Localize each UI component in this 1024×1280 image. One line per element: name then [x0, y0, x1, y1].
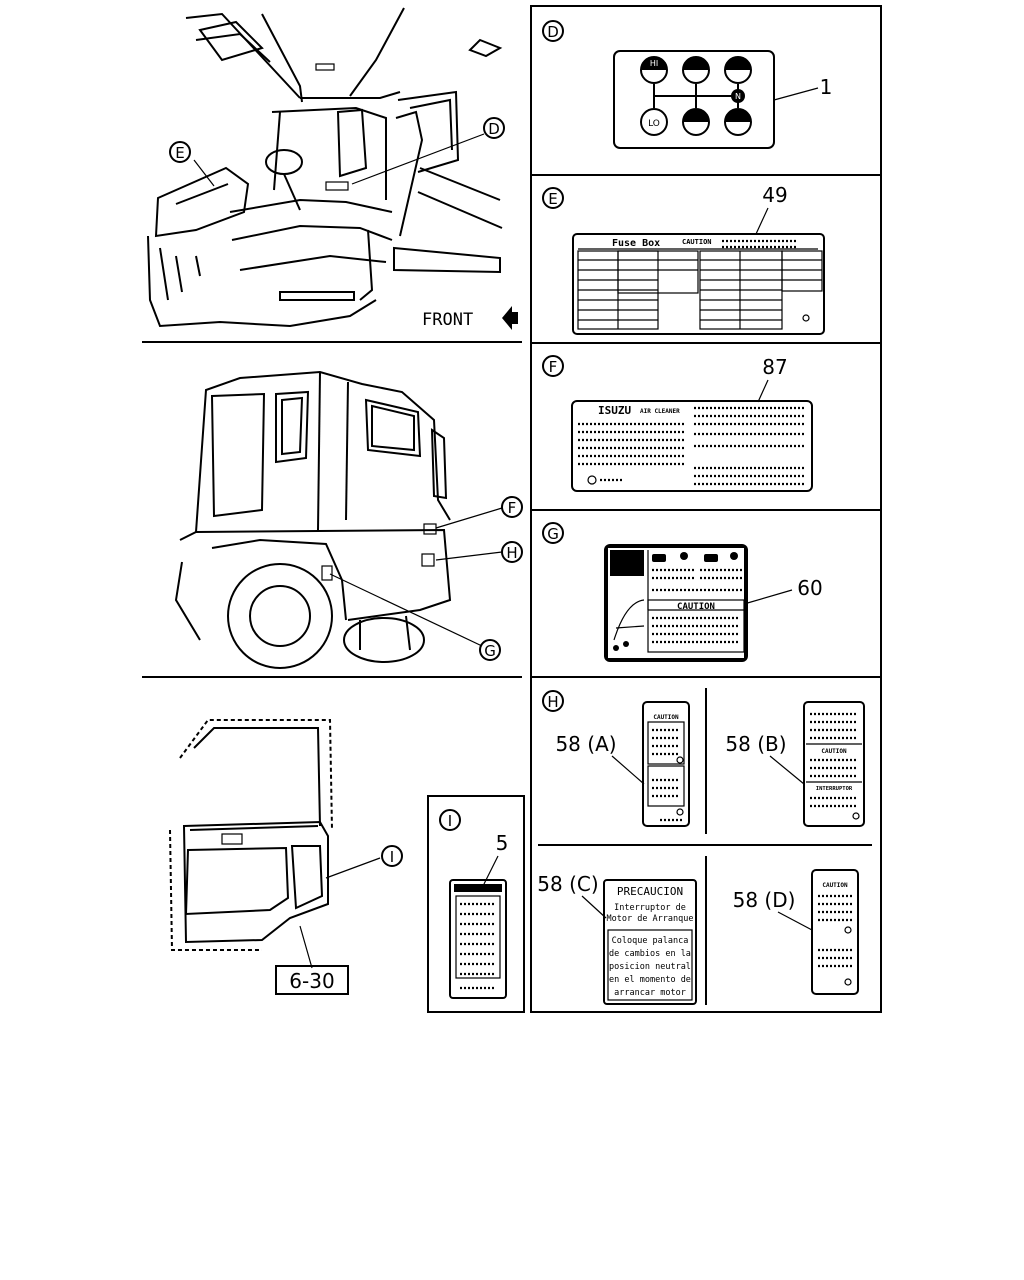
label-58c [603, 879, 697, 1005]
panel-i-letter: I [448, 812, 452, 830]
label-58c-line2: Motor de Arranque [607, 914, 694, 924]
air-cleaner-subtitle: AIR CLEANER [640, 408, 680, 415]
panel-d-part-number: 1 [820, 75, 833, 99]
shift-knob-6 [724, 108, 752, 136]
callout-e-main: E [169, 141, 191, 163]
panel-g-letter: G [547, 525, 559, 543]
front-arrow-icon [502, 306, 518, 330]
callout-g-side: G [479, 639, 501, 661]
callout-h-text: H [506, 544, 517, 562]
panel-e-part-number: 49 [762, 183, 787, 207]
shift-knob-lo: LO [640, 108, 668, 136]
page-ref-box [275, 965, 349, 995]
svg-text:LO: LO [648, 119, 660, 129]
callout-i-text: I [390, 848, 394, 866]
label-58c-body3: posicion neutral [609, 962, 691, 972]
panel-e: E 49 Fuse Box CAUTION [542, 183, 825, 335]
callout-f-side: F [501, 496, 523, 518]
panel-d: D 1 HI LO [542, 20, 833, 149]
label-58b [803, 701, 865, 827]
shift-knob-n: N [731, 89, 745, 103]
panel-h-letter: H [547, 693, 558, 711]
label-5 [449, 879, 507, 999]
callout-f-text: F [508, 499, 517, 517]
caution-60-title: CAUTION [677, 602, 715, 612]
label-58c-body4: en el momento de [609, 975, 691, 985]
shift-knob-5 [682, 108, 710, 136]
shift-knob-3 [724, 56, 752, 84]
label-58b-caution: CAUTION [821, 748, 847, 755]
panel-f-letter: F [549, 358, 558, 376]
svg-text:HI: HI [650, 59, 658, 68]
page-ref-text: 6-30 [289, 969, 334, 993]
shift-pattern-label [613, 50, 775, 149]
fuse-box-caution: CAUTION [682, 238, 712, 246]
label-58d [811, 869, 859, 995]
panel-f-part-number: 87 [762, 355, 787, 379]
label-58c-part: 58 (C) [537, 872, 598, 896]
callout-h-side: H [501, 541, 523, 563]
label-58c-line1: Interruptor de [614, 903, 686, 913]
label-58d-caution: CAUTION [822, 882, 848, 889]
fuse-box-title: Fuse Box [612, 238, 660, 249]
cab-side-drawing [174, 370, 503, 669]
label-58c-body5: arrancar motor [614, 988, 686, 998]
air-cleaner-brand: ISUZU [598, 404, 631, 417]
panel-h: H 58 (A) CAUTION 58 (B) CAUTION INTERRUP… [537, 690, 865, 1005]
label-58c-title: PRECAUCION [617, 885, 683, 898]
callout-i-door: I [381, 845, 403, 867]
panel-i: I 5 [439, 809, 509, 999]
callout-d-text: D [488, 120, 500, 138]
label-58c-body2: de cambios en la [609, 949, 691, 959]
panel-g: G 60 CAUTION [542, 522, 823, 662]
panel-i-part-number: 5 [496, 831, 509, 855]
fuse-box-label [572, 233, 825, 335]
label-58b-interruptor: INTERRUPTOR [816, 786, 853, 792]
panel-e-letter: E [548, 190, 557, 208]
callout-d-main: D [483, 117, 505, 139]
label-58b-part: 58 (B) [725, 732, 786, 756]
front-label: FRONT [422, 310, 473, 330]
panel-g-part-number: 60 [797, 576, 822, 600]
shift-knob-2 [682, 56, 710, 84]
panel-d-letter: D [547, 23, 559, 41]
callout-g-text: G [484, 642, 496, 660]
cab-interior-drawing [147, 7, 503, 328]
label-58a-part: 58 (A) [555, 732, 616, 756]
label-58a-caution: CAUTION [653, 714, 679, 721]
frame [142, 5, 882, 1013]
label-58a [642, 701, 690, 827]
label-58c-body1: Coloque palanca [612, 936, 689, 946]
shift-knob-hi: HI [640, 56, 668, 84]
label-58d-part: 58 (D) [733, 888, 796, 912]
panel-f: F 87 ISUZU AIR CLEANER [542, 355, 813, 492]
callout-e-text: E [175, 144, 184, 162]
air-cleaner-label [571, 400, 813, 492]
svg-text:N: N [735, 92, 741, 101]
door-drawing [169, 719, 381, 969]
